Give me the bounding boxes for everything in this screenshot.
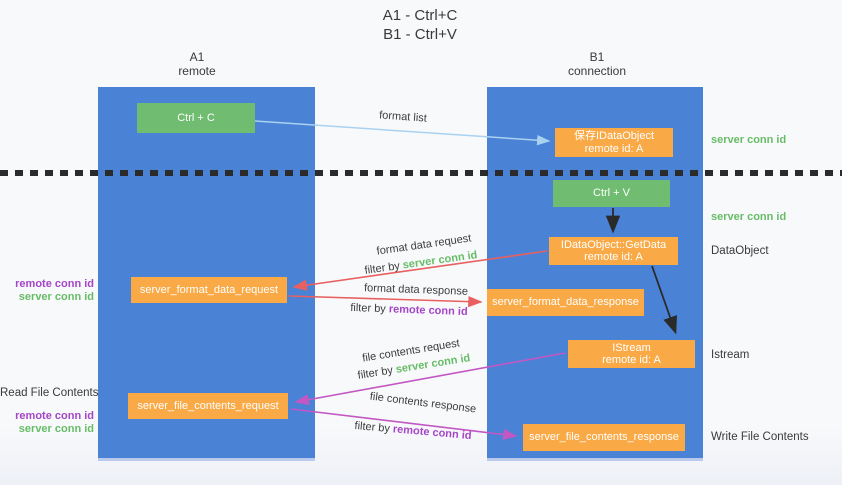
label-remote-conn-id-file: remote conn id xyxy=(15,410,94,422)
node-server-format-data-request: server_format_data_request xyxy=(131,277,287,303)
node-idataobject-getdata-line2: remote id: A xyxy=(584,251,643,263)
label-write-file-contents: Write File Contents xyxy=(711,431,809,443)
label-istream: Istream xyxy=(711,349,750,361)
node-server-file-contents-response-label: server_file_contents_response xyxy=(529,431,679,444)
filter-prefix: filter by xyxy=(350,301,390,316)
title-line-2: B1 - Ctrl+V xyxy=(383,26,457,43)
column-b-role: connection xyxy=(567,64,627,78)
label-dataobject: DataObject xyxy=(711,245,769,257)
node-ctrl-c-label: Ctrl + C xyxy=(177,111,215,124)
diagram-title: A1 - Ctrl+C B1 - Ctrl+V xyxy=(290,6,550,44)
node-istream-line2: remote id: A xyxy=(602,354,661,366)
title-line-1: A1 - Ctrl+C xyxy=(382,7,458,24)
label-server-conn-id-format: server conn id xyxy=(18,291,94,303)
node-save-idataobject-line1: 保存IDataObject xyxy=(573,130,655,142)
label-read-file-contents: Read File Contents xyxy=(0,387,99,399)
column-a-name: A1 xyxy=(189,50,205,64)
node-idataobject-getdata-line1: IDataObject::GetData xyxy=(560,238,667,251)
node-istream: IStream remote id: A xyxy=(568,340,695,368)
node-save-idataobject: 保存IDataObject remote id: A xyxy=(555,128,673,157)
node-istream-line1: IStream xyxy=(612,341,651,354)
arrow-format-data-response xyxy=(288,295,483,308)
label-remote-conn-id-format: remote conn id xyxy=(15,278,94,290)
node-ctrl-c: Ctrl + C xyxy=(137,103,255,133)
node-server-format-data-response: server_format_data_response xyxy=(487,289,644,316)
label-server-conn-id-top: server conn id xyxy=(711,134,787,146)
node-idataobject-getdata: IDataObject::GetData remote id: A xyxy=(549,237,678,265)
arrow-format-data-request xyxy=(292,250,548,291)
label-server-conn-id-mid: server conn id xyxy=(711,211,787,223)
column-b-header: B1 connection xyxy=(527,50,667,78)
arrow-getdata-to-istream xyxy=(651,265,677,335)
column-b-name: B1 xyxy=(589,50,605,64)
node-server-file-contents-response: server_file_contents_response xyxy=(523,424,685,451)
column-a-header: A1 remote xyxy=(127,50,267,78)
node-server-format-data-request-label: server_format_data_request xyxy=(139,283,279,296)
arrow-file-contents-response xyxy=(290,408,518,441)
arrow-format-list xyxy=(254,120,551,146)
arrow-file-contents-request xyxy=(294,352,566,406)
column-a-role: remote xyxy=(178,64,216,78)
node-server-file-contents-request-label: server_file_contents_request xyxy=(137,399,279,412)
node-server-format-data-response-label: server_format_data_response xyxy=(492,296,639,309)
node-ctrl-v-label: Ctrl + V xyxy=(593,187,630,200)
label-server-conn-id-file: server conn id xyxy=(18,423,94,435)
dashed-divider xyxy=(0,170,842,176)
node-save-idataobject-line2: remote id: A xyxy=(584,142,644,155)
node-ctrl-v: Ctrl + V xyxy=(553,180,670,207)
node-server-file-contents-request: server_file_contents_request xyxy=(128,393,288,419)
